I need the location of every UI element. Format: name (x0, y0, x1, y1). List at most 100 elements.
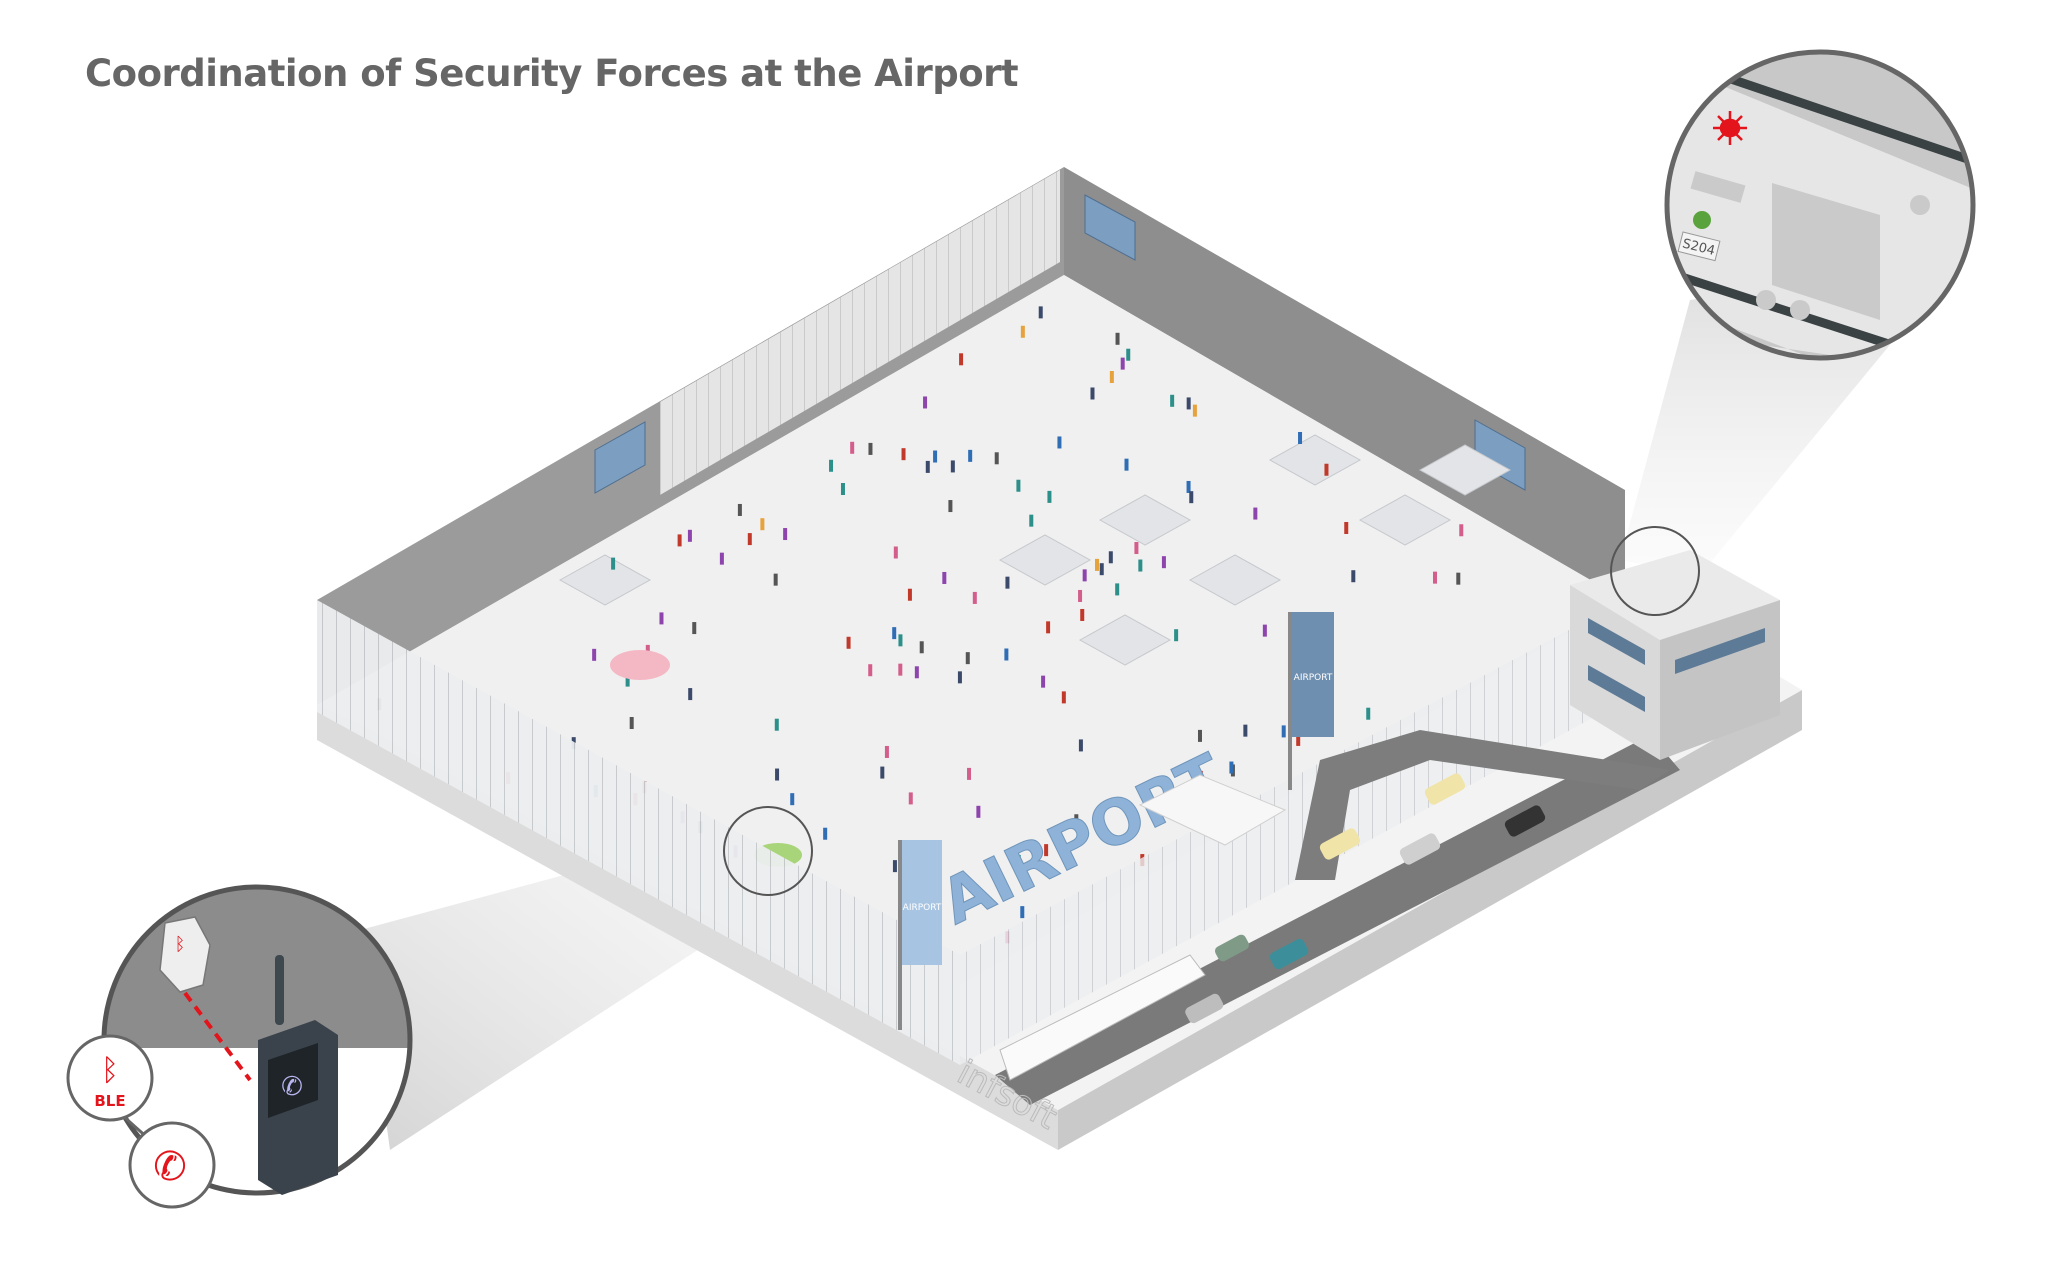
shop-block (1358, 494, 1452, 546)
person (959, 353, 964, 366)
person (773, 573, 778, 586)
person (868, 664, 873, 677)
entrance-canopy (1138, 774, 1287, 846)
room-label: S204 (1677, 231, 1721, 262)
person (1041, 675, 1046, 688)
person (1253, 507, 1258, 520)
person (629, 717, 634, 730)
svg-text:ᛒ: ᛒ (175, 934, 186, 955)
person (919, 641, 924, 654)
shop-block (1078, 614, 1172, 666)
person (994, 452, 999, 465)
map-highlight-office[interactable] (1610, 526, 1700, 616)
person (1186, 397, 1191, 410)
person (1192, 404, 1197, 417)
person (1296, 733, 1301, 746)
person (1078, 739, 1083, 752)
ble-signal-arrow (183, 991, 252, 1082)
person (1016, 854, 1021, 867)
person (1057, 436, 1062, 449)
person (933, 450, 938, 463)
person (965, 652, 970, 665)
flight-boards (594, 194, 1526, 494)
glass-wall-right (960, 600, 1625, 1065)
person (790, 793, 795, 806)
person (892, 860, 897, 873)
banner-left: AIRPORT (898, 840, 942, 1030)
person (1094, 558, 1099, 571)
person (1108, 551, 1113, 564)
person (898, 663, 903, 676)
person (1074, 814, 1079, 827)
person (774, 718, 779, 731)
person (1020, 325, 1025, 338)
person (1078, 589, 1083, 602)
ble-badge: ᛒ BLE (66, 1034, 154, 1122)
person (972, 591, 977, 604)
person (1109, 371, 1114, 384)
person (850, 441, 855, 454)
person (1298, 431, 1303, 444)
glass-wall-left (317, 600, 960, 1065)
person (1459, 524, 1464, 537)
svg-text:✆: ✆ (281, 1072, 303, 1102)
person (1351, 570, 1356, 583)
shop-block (998, 534, 1092, 586)
person (948, 500, 953, 513)
person (976, 805, 981, 818)
person (880, 766, 885, 779)
person (1061, 691, 1066, 704)
person (1229, 761, 1234, 774)
person (692, 622, 697, 635)
shop-block (1188, 554, 1282, 606)
person (1004, 648, 1009, 661)
banner-right: AIRPORT (1288, 612, 1334, 790)
person (1126, 348, 1131, 361)
bluetooth-icon: ᛒ (101, 1053, 119, 1088)
person (829, 459, 834, 472)
bus (999, 954, 1206, 1081)
person (1138, 559, 1143, 572)
bluetooth-beacon-icon: ᛒ (159, 916, 211, 993)
person (925, 460, 930, 473)
person (1134, 542, 1139, 555)
person (1170, 394, 1175, 407)
person (968, 449, 973, 462)
person (898, 634, 903, 647)
person (775, 768, 780, 781)
road-curve (1295, 730, 1670, 880)
radio-handset-icon: ✆ (258, 955, 338, 1195)
person (1099, 563, 1104, 576)
security-zone-red (610, 650, 670, 680)
back-wall-right (1064, 167, 1625, 600)
person (611, 557, 616, 570)
shop-block (558, 554, 652, 606)
svg-text:AIRPORT: AIRPORT (903, 903, 942, 913)
person (1044, 844, 1049, 857)
person (737, 503, 742, 516)
red-alarm-icon (1713, 111, 1747, 145)
person (1281, 725, 1286, 738)
person (625, 674, 630, 687)
map-highlight-guards[interactable] (723, 806, 813, 896)
shop-block (1098, 494, 1192, 546)
person (1090, 387, 1095, 400)
cars (1185, 773, 1546, 1024)
person (1174, 629, 1179, 642)
person (923, 396, 928, 409)
person (942, 571, 947, 584)
person (893, 546, 898, 559)
person (908, 792, 913, 805)
person (677, 534, 682, 547)
person (719, 552, 724, 565)
person (1243, 724, 1248, 737)
person (892, 627, 897, 640)
person (1115, 583, 1120, 596)
person (901, 448, 906, 461)
person (1366, 707, 1371, 720)
person (868, 442, 873, 455)
person (1082, 569, 1087, 582)
person (760, 518, 765, 531)
incoming-call-badge: ✆ (128, 1121, 216, 1209)
